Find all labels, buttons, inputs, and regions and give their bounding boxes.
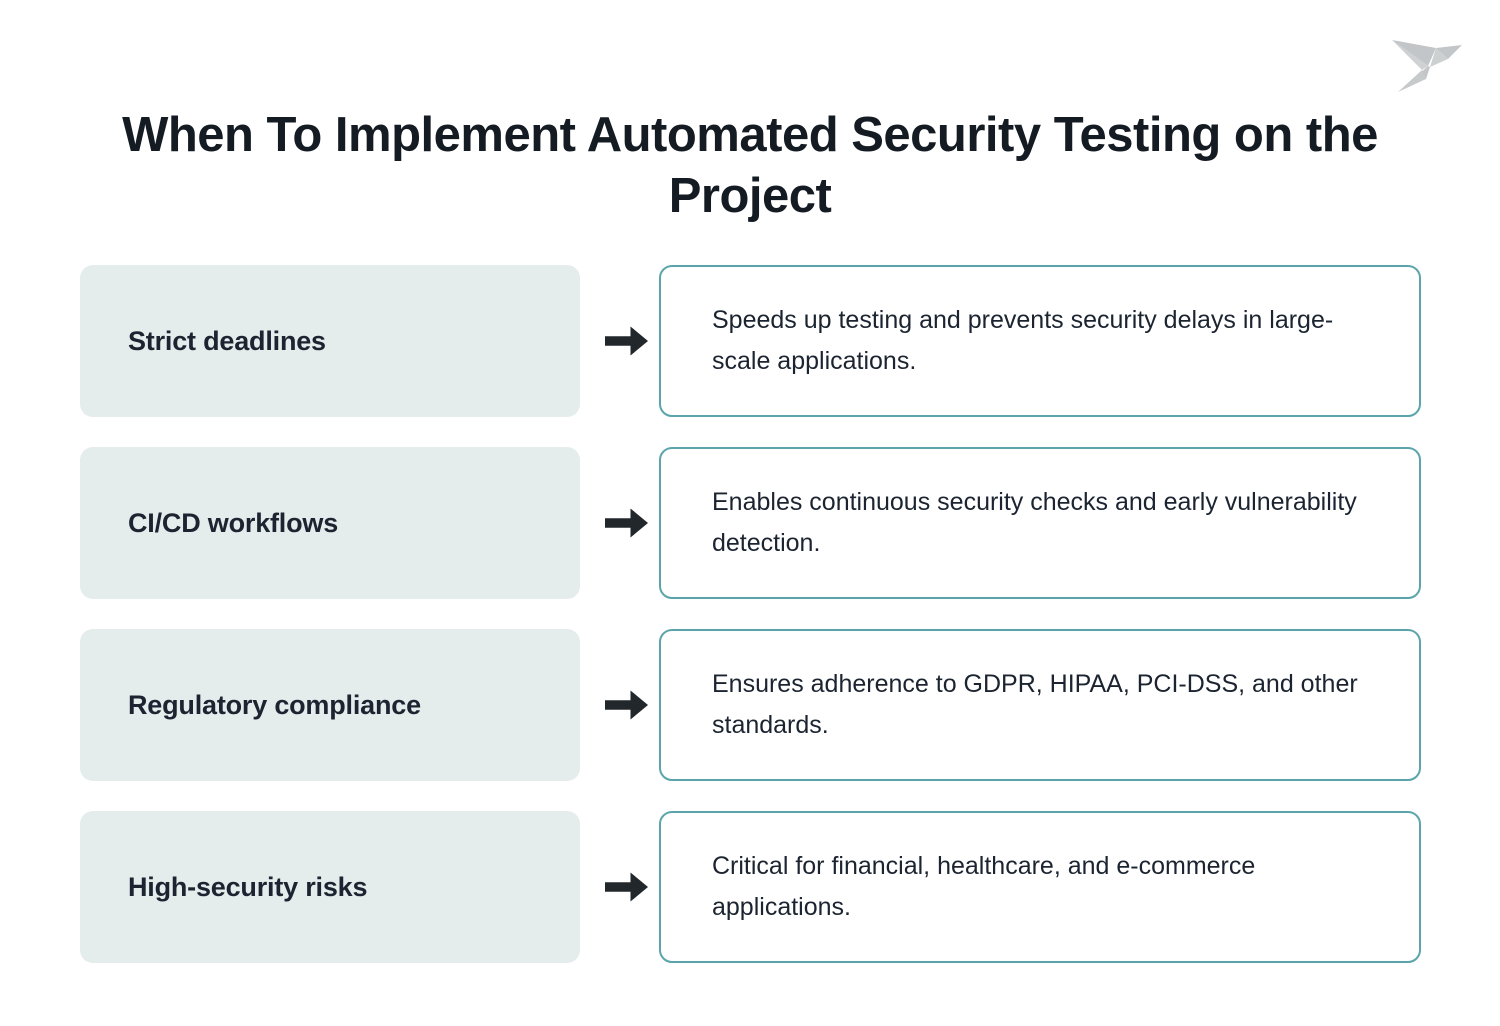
right-arrow-icon (598, 629, 656, 781)
table-row: Strict deadlines Speeds up testing and p… (0, 265, 1500, 417)
term-box: Strict deadlines (80, 265, 580, 417)
table-row: Regulatory compliance Ensures adherence … (0, 629, 1500, 781)
right-arrow-icon (598, 811, 656, 963)
description-text: Critical for financial, healthcare, and … (712, 851, 1256, 921)
term-label: Regulatory compliance (128, 689, 421, 720)
right-arrow-icon (598, 265, 656, 417)
description-text: Ensures adherence to GDPR, HIPAA, PCI-DS… (712, 669, 1358, 739)
origami-bird-logo-icon (1376, 18, 1472, 98)
description-box: Critical for financial, healthcare, and … (659, 811, 1421, 963)
table-row: CI/CD workflows Enables continuous secur… (0, 447, 1500, 599)
term-box: CI/CD workflows (80, 447, 580, 599)
term-label: CI/CD workflows (128, 507, 339, 538)
description-box: Enables continuous security checks and e… (659, 447, 1421, 599)
description-box: Speeds up testing and prevents security … (659, 265, 1421, 417)
description-text: Enables continuous security checks and e… (712, 487, 1357, 557)
page-title: When To Implement Automated Security Tes… (122, 107, 1378, 224)
right-arrow-icon (598, 447, 656, 599)
term-label: High-security risks (128, 871, 368, 902)
description-box: Ensures adherence to GDPR, HIPAA, PCI-DS… (659, 629, 1421, 781)
description-text: Speeds up testing and prevents security … (712, 305, 1334, 375)
term-box: Regulatory compliance (80, 629, 580, 781)
rows-container: Strict deadlines Speeds up testing and p… (0, 265, 1500, 963)
table-row: High-security risks Critical for financi… (0, 811, 1500, 963)
term-label: Strict deadlines (128, 325, 326, 356)
term-box: High-security risks (80, 811, 580, 963)
